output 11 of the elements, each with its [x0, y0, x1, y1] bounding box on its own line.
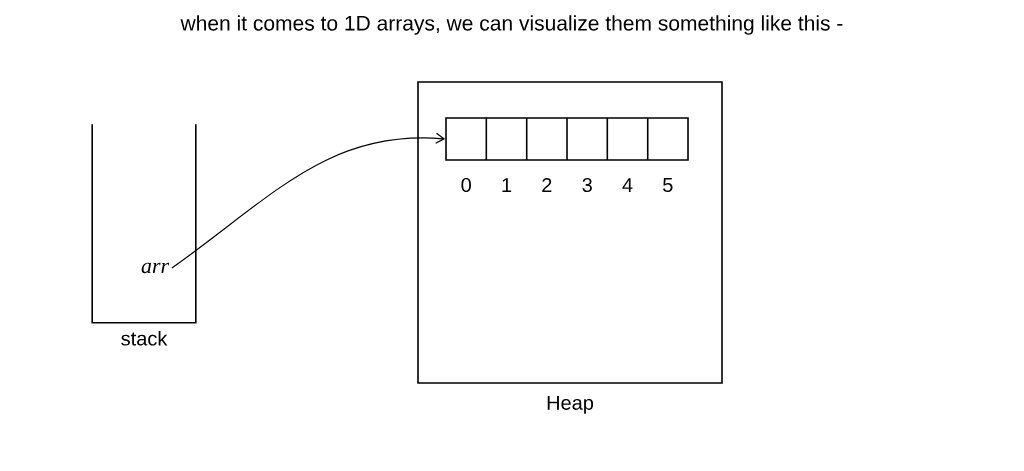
array-drawing: 0 1 2 3 4 5 — [445, 117, 689, 193]
variable-label: arr — [141, 262, 170, 274]
node-label: 2 — [542, 178, 552, 192]
arrow — [171, 132, 446, 269]
node-label: Heap — [547, 395, 594, 414]
node-label: 4 — [622, 178, 633, 192]
node-label: 1 — [502, 178, 512, 192]
node-label: 3 — [582, 177, 592, 193]
node-label: 0 — [461, 177, 471, 193]
title: when it comes to 1D arrays, we can visualize them something like this - — [180, 15, 843, 35]
node-label: 5 — [663, 178, 673, 192]
